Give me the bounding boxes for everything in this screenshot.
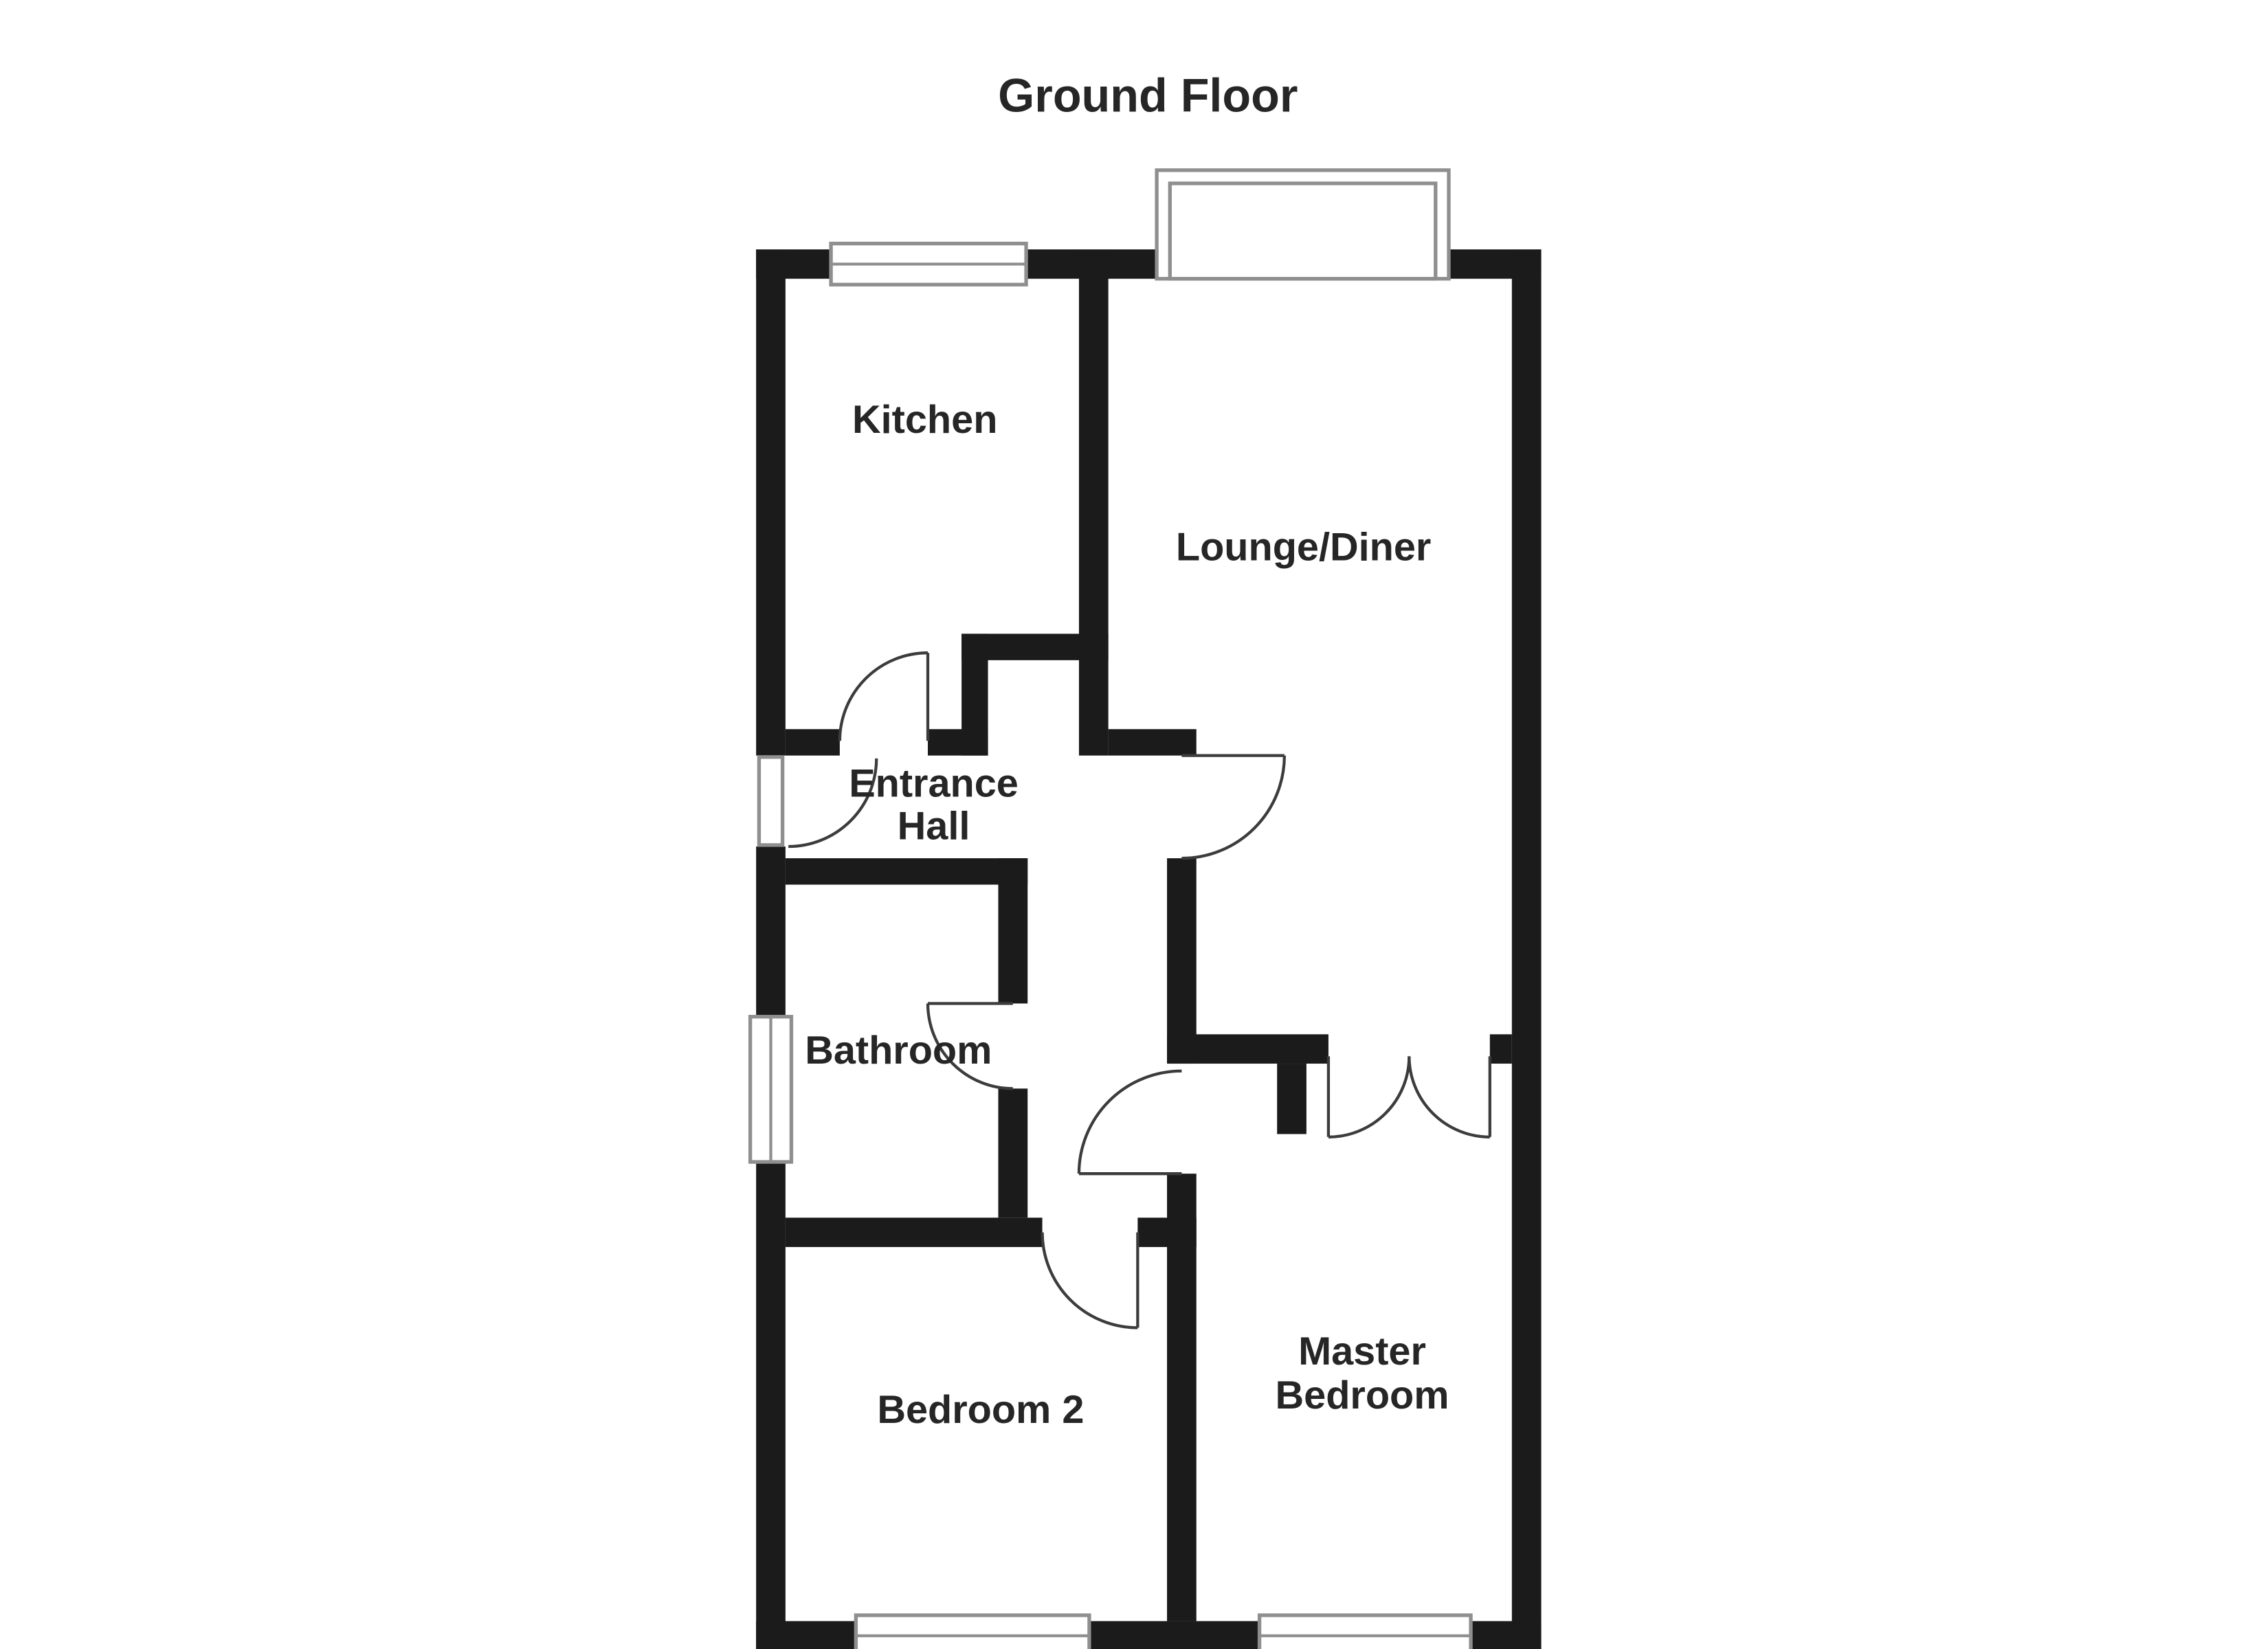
wall-segment <box>756 1158 786 1649</box>
wall-segment <box>1167 858 1197 1064</box>
wall-segment <box>1467 1621 1542 1649</box>
wall-segment <box>1167 1034 1328 1064</box>
lounge-door-arc <box>1181 755 1286 860</box>
entrance-door-arc <box>788 758 878 849</box>
label-kitchen: Kitchen <box>852 398 997 442</box>
wall-segment <box>928 729 988 756</box>
label-lounge-diner: Lounge/Diner <box>1176 526 1431 570</box>
kitchen-door-arc <box>838 651 929 741</box>
wall-segment <box>998 858 1028 1004</box>
wall-segment <box>1489 1034 1512 1064</box>
label-entrance-hall-line1: Entrance <box>849 761 1019 805</box>
label-master-bedroom-line1: Master <box>1298 1330 1426 1373</box>
wall-segment <box>1277 1064 1307 1134</box>
wall-segment <box>1108 729 1197 756</box>
master-window <box>1257 1613 1473 1649</box>
wall-segment <box>1167 1174 1197 1622</box>
wall-segment <box>785 729 840 756</box>
room-labels: Kitchen Lounge/Diner Entrance Hall Bathr… <box>805 398 1449 1432</box>
bay-window-inner-frame <box>1168 181 1438 281</box>
label-bedroom-2: Bedroom 2 <box>877 1388 1084 1432</box>
wall-segment <box>785 858 1028 885</box>
master-door-arc <box>1077 1069 1182 1174</box>
doors <box>757 651 1491 1330</box>
page-title: Ground Floor <box>998 69 1298 122</box>
entrance-door-leaf <box>757 755 785 847</box>
windows <box>748 168 1473 1649</box>
wall-segment <box>756 1621 859 1649</box>
wall-segment <box>998 1088 1028 1218</box>
wall-segment <box>1511 249 1542 1649</box>
wall-segment <box>1078 249 1109 756</box>
wall-segment <box>756 249 786 756</box>
label-entrance-hall-line2: Hall <box>898 804 970 848</box>
double-door-right-arc <box>1408 1056 1490 1138</box>
wall-segment <box>1086 1621 1263 1649</box>
bathroom-door-arc <box>926 1003 1013 1090</box>
bedroom2-window <box>854 1613 1091 1649</box>
wall-segment <box>756 846 786 1020</box>
bedroom2-door-arc <box>1041 1232 1138 1330</box>
label-master-bedroom-line2: Bedroom <box>1276 1373 1449 1417</box>
wall-segment <box>785 1218 1043 1247</box>
label-bathroom: Bathroom <box>805 1029 992 1073</box>
double-door-left-arc <box>1328 1056 1411 1138</box>
wall-segment <box>756 249 834 279</box>
